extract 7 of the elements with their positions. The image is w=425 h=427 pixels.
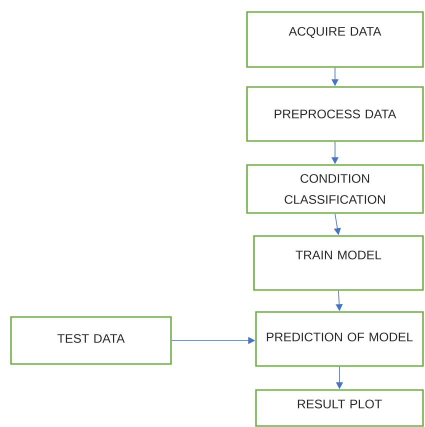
process-box: RESULT PLOT [255, 389, 424, 427]
process-box: ACQUIRE DATA [246, 11, 424, 68]
process-box: TEST DATA [10, 316, 172, 365]
process-box: CONDITION CLASSIFICATION [246, 164, 424, 214]
process-box: PREDICTION OF MODEL [255, 311, 424, 367]
process-box: PREPROCESS DATA [246, 86, 424, 142]
process-box: TRAIN MODEL [253, 235, 424, 291]
